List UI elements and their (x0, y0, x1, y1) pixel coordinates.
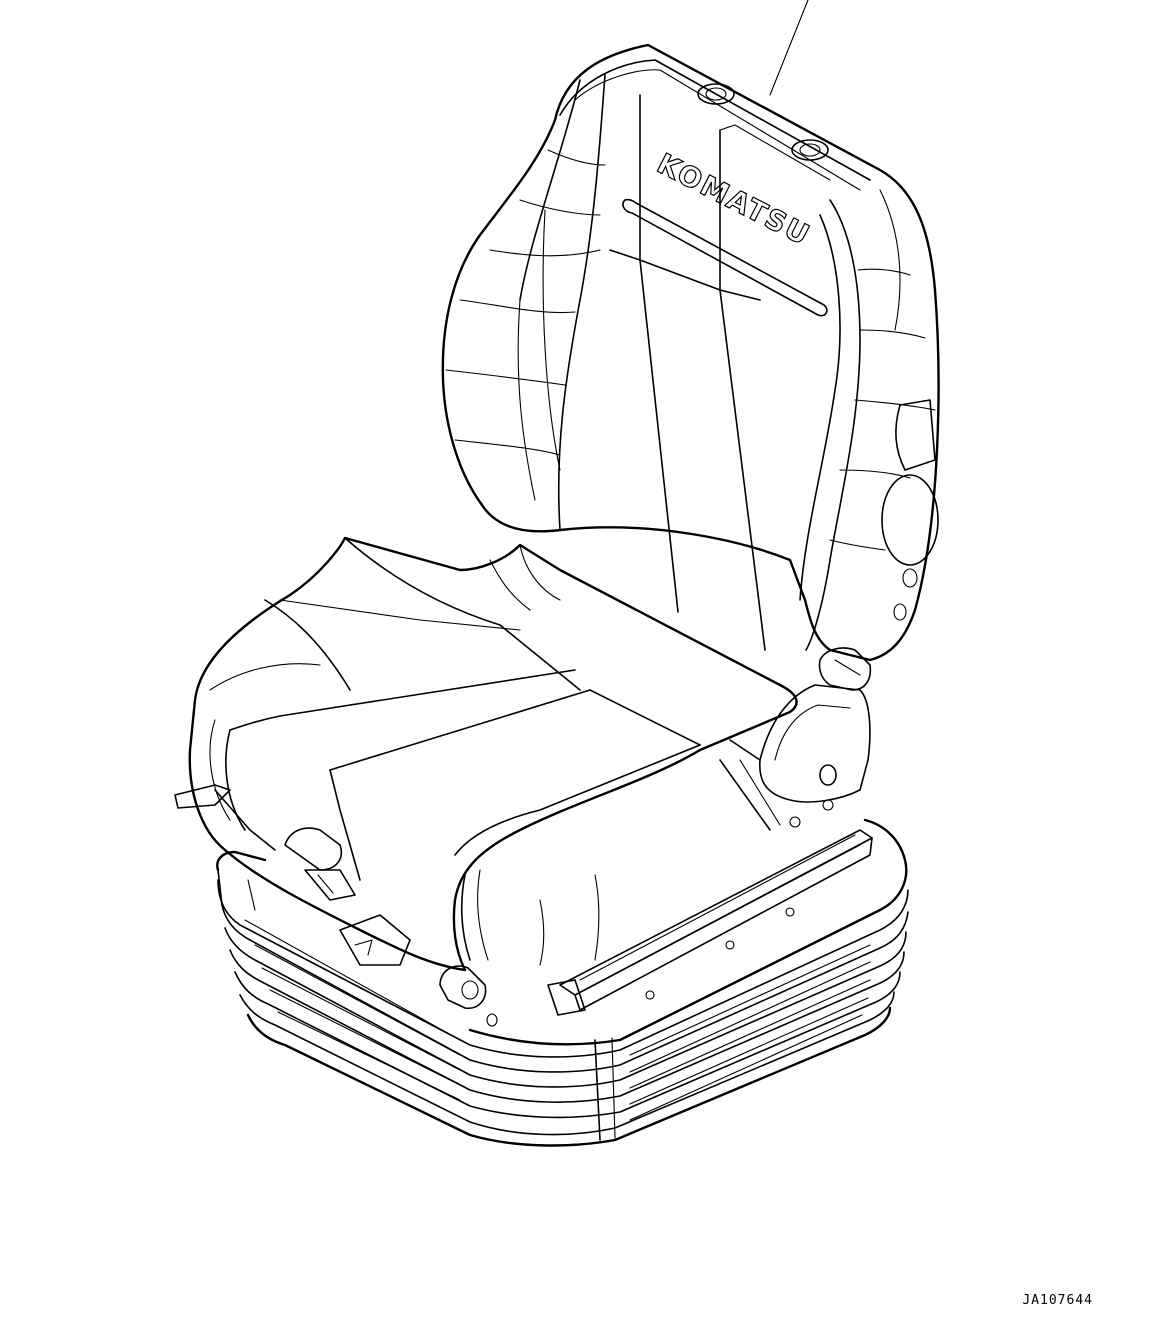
suspension-base (216, 818, 909, 1147)
callout-leader-line (769, 0, 809, 96)
left-levers (174, 784, 498, 1027)
side-pocket (895, 399, 936, 471)
seat-cushion (188, 536, 798, 972)
right-bracket (719, 647, 872, 831)
drawing-code-label: JA107644 (1022, 1293, 1093, 1308)
slide-rail (547, 799, 873, 1016)
headrest-bolt-left (697, 83, 735, 105)
backrest (441, 43, 940, 662)
logo-slot (622, 198, 828, 317)
side-recess (881, 474, 939, 566)
headrest-bolt-right (791, 139, 829, 161)
